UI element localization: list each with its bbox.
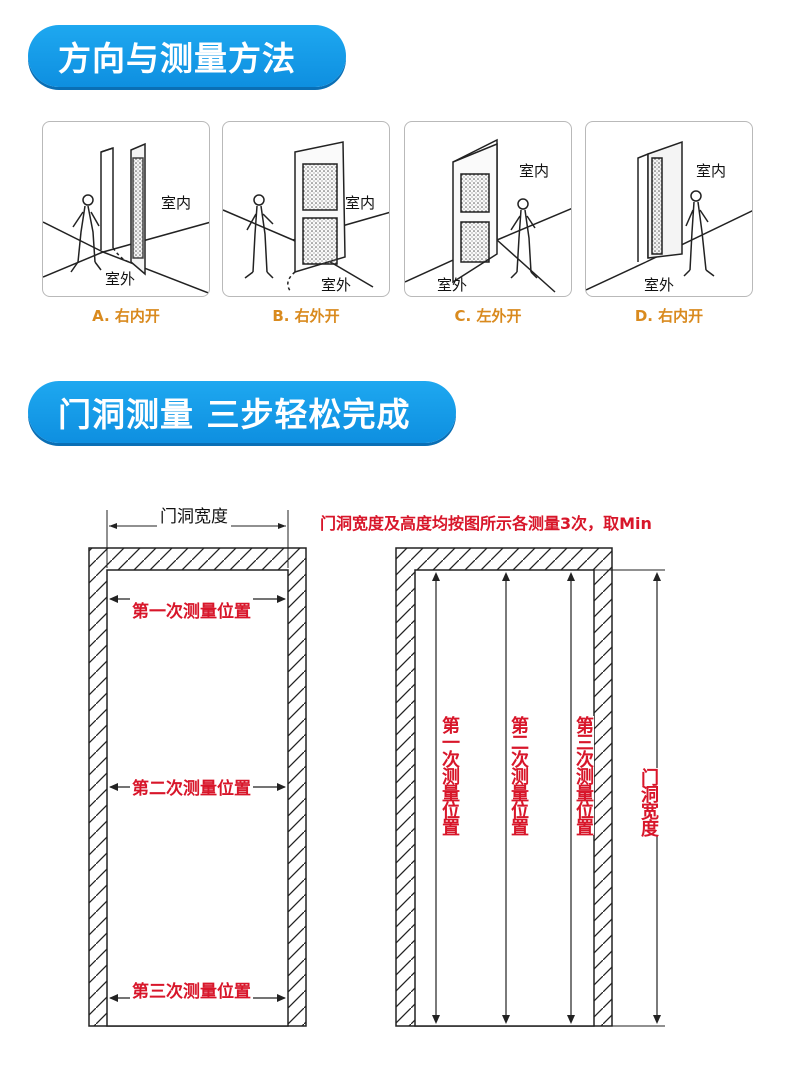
third-measure-label: 第三次测量位置 bbox=[130, 977, 253, 1002]
door-illustration-a bbox=[43, 142, 209, 295]
first-measure-label: 第一次测量位置 bbox=[130, 597, 253, 622]
door-card-d: 室内 室外 bbox=[585, 121, 753, 297]
indoor-label: 室内 bbox=[519, 162, 550, 180]
third-measure-vlabel: 第三次测量位置 bbox=[572, 716, 594, 835]
second-measure-vlabel: 第二次测量位置 bbox=[507, 716, 529, 835]
second-measure-label: 第二次测量位置 bbox=[130, 774, 253, 799]
measure-note: 门洞宽度及高度均按图所示各测量3次，取Min bbox=[320, 514, 652, 533]
indoor-label: 室内 bbox=[345, 194, 376, 212]
door-card-a: 室内 室外 bbox=[42, 121, 210, 297]
outdoor-label: 室外 bbox=[644, 276, 675, 294]
caption-d: D. 右内开 bbox=[634, 307, 704, 325]
caption-b: B. 右外开 bbox=[272, 307, 340, 325]
first-measure-vlabel: 第一次测量位置 bbox=[438, 716, 460, 835]
door-width-label: 门洞宽度 bbox=[157, 502, 231, 527]
outdoor-label: 室外 bbox=[437, 276, 468, 294]
left-measure-diagram: 第一次测量位置 第二次测量位置 第三次测量位置 门洞宽度 bbox=[0, 480, 395, 1077]
section-title-measure: 门洞测量 三步轻松完成 bbox=[28, 381, 456, 443]
door-card-c: 室内 室外 bbox=[404, 121, 572, 297]
caption-a: A. 右内开 bbox=[92, 307, 160, 325]
right-measure-diagram: 第一次测量位置 第二次测量位置 第三次测量位置 门洞宽度 bbox=[395, 480, 790, 1077]
height-vlabel: 门洞宽度 bbox=[637, 768, 659, 836]
door-illustration-d bbox=[586, 140, 752, 291]
door-illustration-c bbox=[405, 138, 571, 293]
caption-c: C. 左外开 bbox=[454, 307, 522, 325]
outdoor-label: 室外 bbox=[105, 270, 136, 288]
indoor-label: 室内 bbox=[696, 162, 727, 180]
section-title-direction: 方向与测量方法 bbox=[28, 25, 346, 87]
outdoor-label: 室外 bbox=[321, 276, 352, 294]
door-card-b: 室内 室外 bbox=[222, 121, 390, 297]
indoor-label: 室内 bbox=[161, 194, 192, 212]
door-illustration-b bbox=[223, 141, 389, 293]
